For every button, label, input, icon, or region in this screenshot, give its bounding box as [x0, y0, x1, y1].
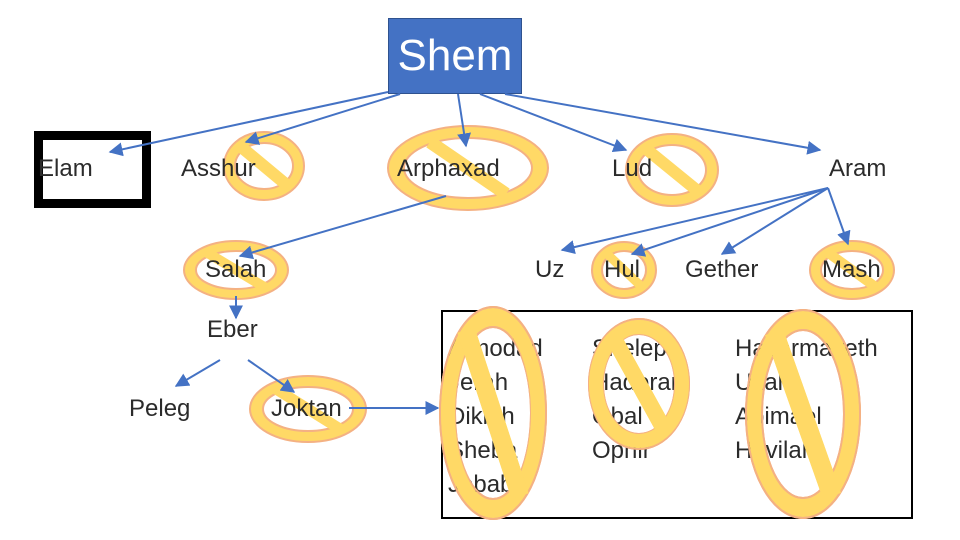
list-item: Havilah: [735, 437, 816, 464]
arrow-aram-hul: [630, 187, 829, 257]
elam-highlight-box: [34, 131, 151, 208]
node-peleg: Peleg: [129, 395, 191, 422]
node-lud: Lud: [612, 155, 653, 182]
prohibit-lud: [625, 133, 719, 207]
node-arphaxad: Arphaxad: [397, 155, 500, 182]
arrow-shem-aram: [504, 93, 822, 155]
arrow-shem-arphaxad: [457, 93, 472, 148]
node-asshur: Asshur: [181, 155, 256, 182]
prohibit-arphaxad: [387, 125, 549, 211]
list-item: Uzal: [735, 369, 784, 396]
prohibit-asshur: [223, 131, 305, 201]
arrow-aram-gether: [720, 187, 829, 255]
node-uz: Uz: [535, 256, 565, 283]
root-label: Shem: [397, 31, 513, 80]
arrow-aram-mash: [827, 187, 851, 246]
prohibit-mash: [809, 240, 895, 300]
node-hul: Hul: [604, 256, 641, 283]
root-node-shem: Shem: [388, 18, 522, 94]
list-item: Jobab: [448, 471, 514, 498]
list-item: Abimael: [735, 403, 822, 430]
joktan-sons-col2: Sheleph Hadoram Obal Ophir: [592, 332, 691, 468]
node-joktan: Joktan: [271, 395, 342, 422]
list-item: Sheba: [448, 437, 518, 464]
list-item: Diklah: [448, 403, 515, 430]
node-salah: Salah: [205, 256, 267, 283]
node-mash: Mash: [822, 256, 881, 283]
list-item: Hazarmaveth: [735, 335, 878, 362]
list-item: Sheleph: [592, 335, 681, 362]
list-item: Almodad: [448, 335, 543, 362]
arrow-eber-joktan: [247, 359, 296, 393]
prohibit-joktan: [249, 375, 367, 443]
list-item: Obal: [592, 403, 643, 430]
node-eber: Eber: [207, 316, 258, 343]
list-item: Ophir: [592, 437, 651, 464]
node-aram: Aram: [829, 155, 887, 182]
arrow-shem-elam: [108, 91, 389, 157]
connector-arrows: [108, 91, 851, 415]
node-gether: Gether: [685, 256, 759, 283]
list-item: Hadoram: [592, 369, 691, 396]
arrow-eber-peleg: [174, 359, 221, 387]
arrow-shem-asshur: [244, 93, 401, 145]
prohibit-salah: [183, 240, 289, 300]
arrow-shem-lud: [479, 93, 628, 153]
arrow-arphaxad-salah: [238, 195, 447, 260]
joktan-sons-col1: Almodad Jerah Diklah Sheba Jobab: [448, 332, 543, 502]
joktan-sons-col3: Hazarmaveth Uzal Abimael Havilah: [735, 332, 878, 468]
arrow-aram-uz: [560, 187, 829, 254]
node-elam: Elam: [38, 155, 93, 182]
list-item: Jerah: [448, 369, 509, 396]
